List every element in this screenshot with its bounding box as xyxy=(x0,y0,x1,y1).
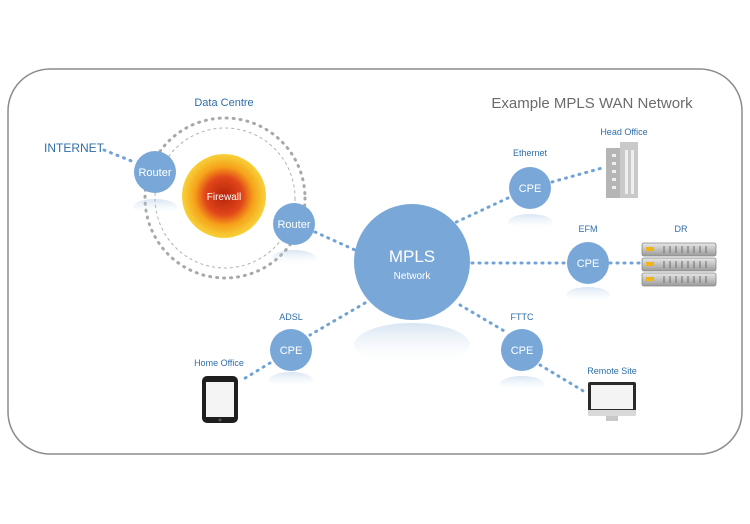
mpls-shadow xyxy=(354,323,470,367)
router-right[interactable]: Router xyxy=(273,203,315,245)
cpe-fttc-shadow xyxy=(500,376,544,392)
remote-site-label: Remote Site xyxy=(587,366,637,376)
router-left-label: Router xyxy=(138,167,171,179)
dr-label: DR xyxy=(675,224,688,234)
firewall-ring xyxy=(184,156,264,236)
mpls-sub-label: Network xyxy=(394,271,432,282)
data-centre-ring-inner xyxy=(154,127,296,269)
mpls-label: MPLS xyxy=(389,247,435,266)
cpe-adsl[interactable]: CPE xyxy=(270,329,312,371)
monitor-icon xyxy=(588,382,636,421)
link-mpls-fttc xyxy=(458,303,508,334)
cpe-fttc-label: CPE xyxy=(511,345,534,357)
cpe-ethernet-shadow xyxy=(508,214,552,230)
cpe-efm[interactable]: CPE xyxy=(567,242,609,284)
firewall-label: Firewall xyxy=(207,192,241,203)
link-fttc-remote xyxy=(538,363,587,394)
internet-label: INTERNET xyxy=(44,141,105,155)
cpe-ethernet-label: CPE xyxy=(519,183,542,195)
cpe-efm-shadow xyxy=(566,287,610,303)
diagram-title: Example MPLS WAN Network xyxy=(491,95,693,112)
link-ethernet-headoffice xyxy=(550,166,604,184)
router-right-label: Router xyxy=(277,219,310,231)
cpe-adsl-shadow xyxy=(269,372,313,388)
building-icon xyxy=(606,142,638,198)
data-centre-ring-outer xyxy=(143,116,307,280)
link-router-mpls xyxy=(313,230,357,252)
data-centre-label: Data Centre xyxy=(194,97,253,109)
router-left[interactable]: Router xyxy=(134,151,176,193)
server-rack-icon xyxy=(641,242,717,287)
router-right-shadow xyxy=(272,250,316,266)
adsl-link-label: ADSL xyxy=(279,312,303,322)
home-office-label: Home Office xyxy=(194,358,244,368)
link-internet-router xyxy=(102,148,136,164)
efm-link-label: EFM xyxy=(579,224,598,234)
ethernet-link-label: Ethernet xyxy=(513,148,548,158)
head-office-label: Head Office xyxy=(600,127,647,137)
firewall[interactable]: Firewall xyxy=(182,154,266,238)
cpe-efm-label: CPE xyxy=(577,258,600,270)
tablet-icon xyxy=(202,376,238,423)
mpls-network-node[interactable]: MPLS Network xyxy=(354,204,470,320)
fttc-link-label: FTTC xyxy=(511,312,534,322)
router-left-shadow xyxy=(133,199,177,215)
cpe-adsl-label: CPE xyxy=(280,345,303,357)
cpe-ethernet[interactable]: CPE xyxy=(509,167,551,209)
firewall-icon xyxy=(182,154,266,238)
cpe-fttc[interactable]: CPE xyxy=(501,329,543,371)
link-adsl-homeoffice xyxy=(240,361,272,382)
